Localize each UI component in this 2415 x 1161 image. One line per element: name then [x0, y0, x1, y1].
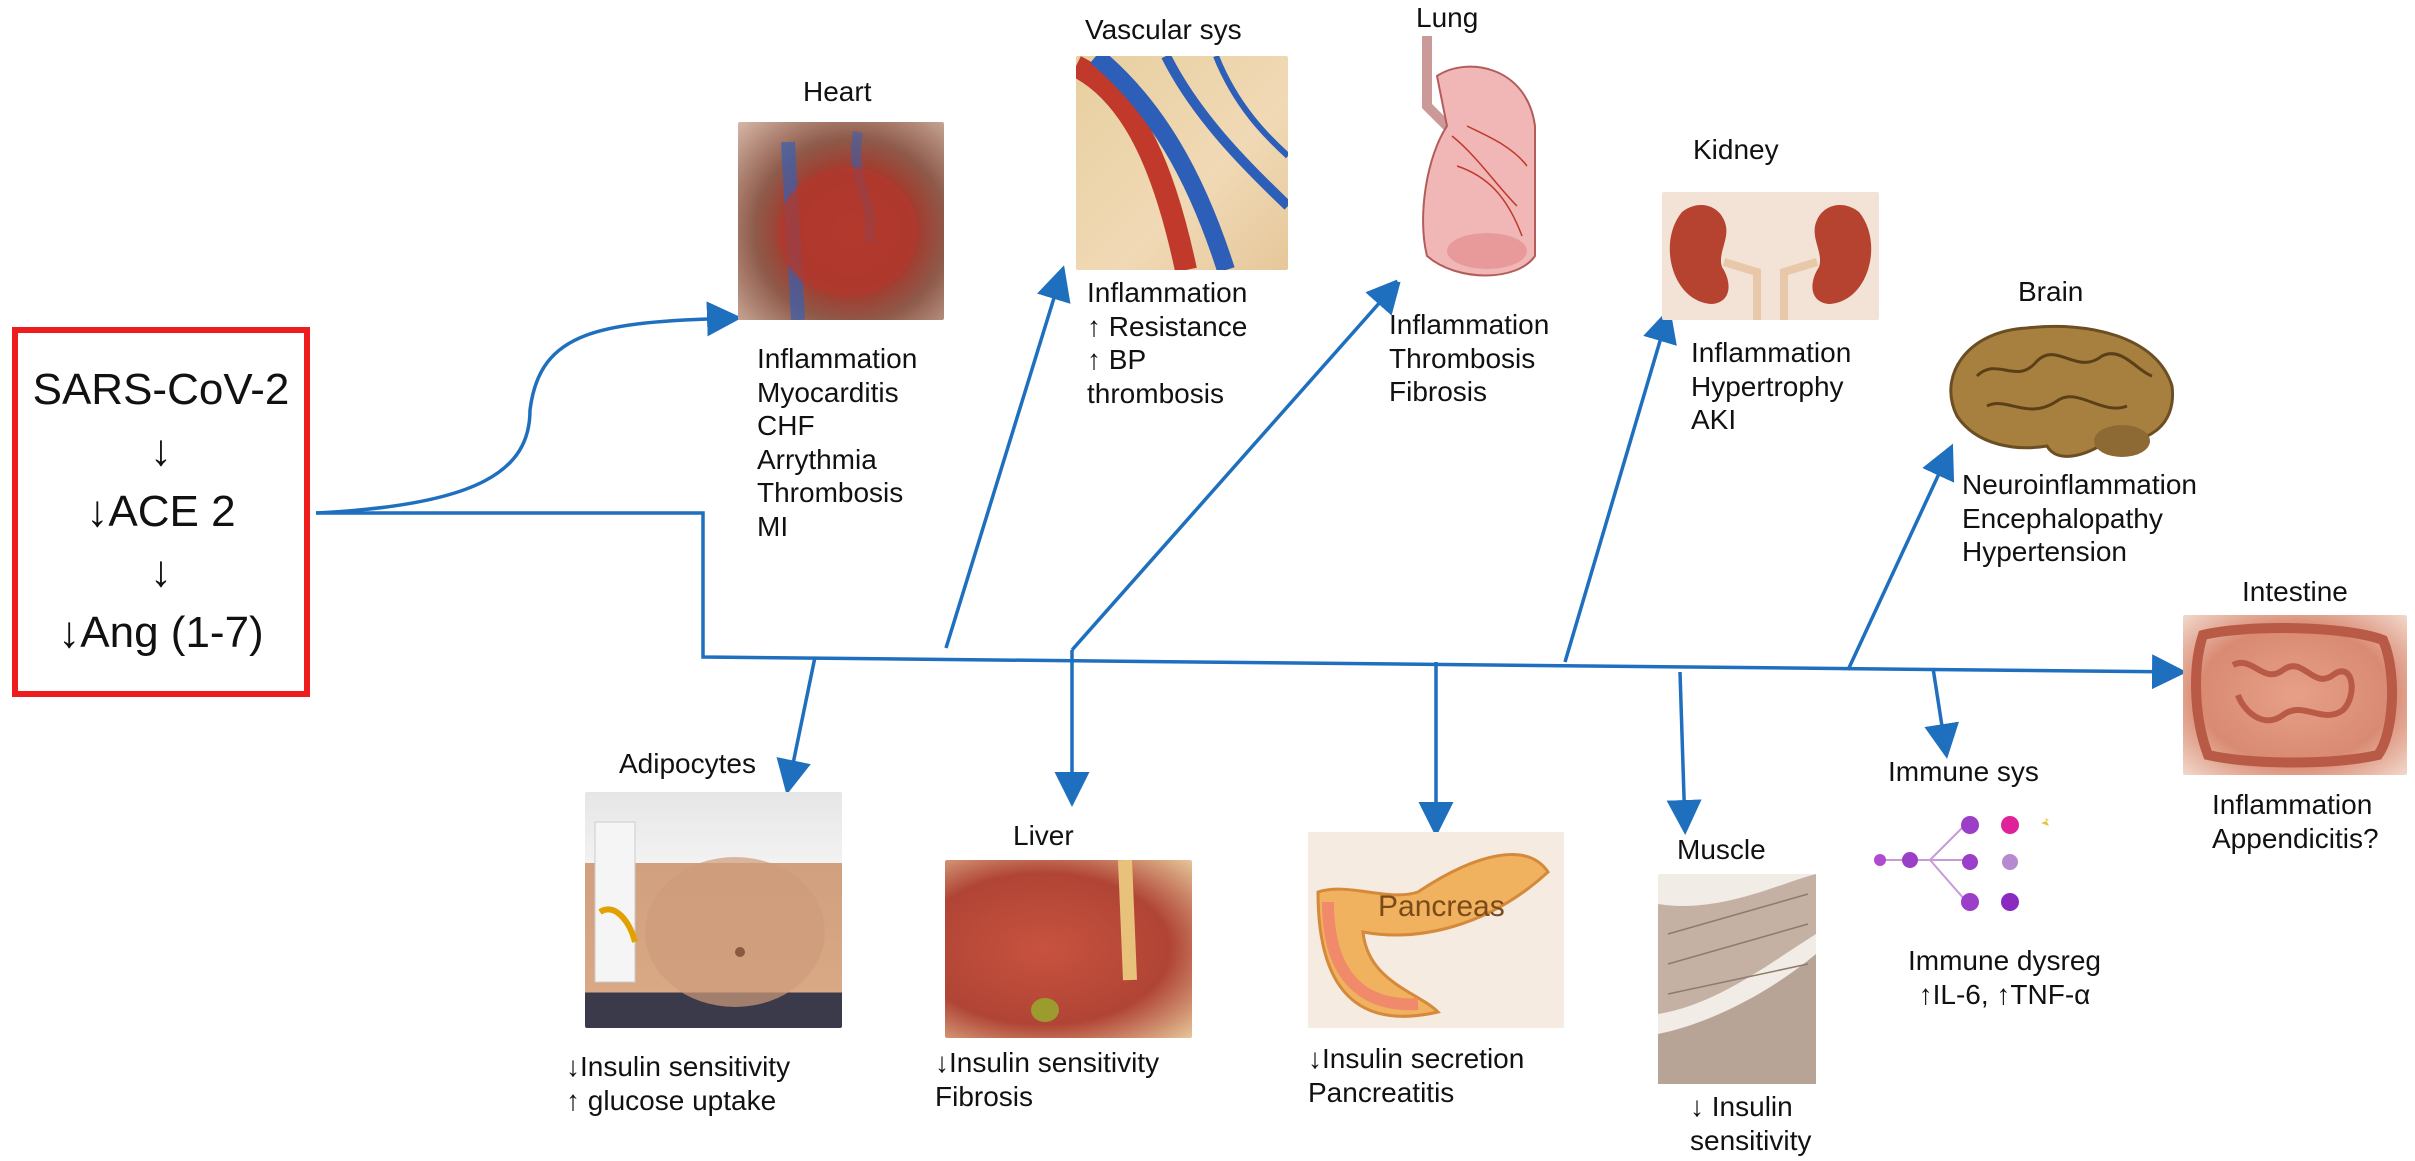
- lung-effect: Inflammation: [1389, 308, 1549, 342]
- liver-effect: Fibrosis: [935, 1080, 1159, 1114]
- immune-title: Immune sys: [1888, 756, 2039, 788]
- lung-title: Lung: [1416, 2, 1478, 34]
- pancreas-effect: Pancreatitis: [1308, 1076, 1524, 1110]
- arrow-to-kidney: [1565, 314, 1668, 662]
- brain-effect: Neuroinflammation: [1962, 468, 2197, 502]
- pancreas-image-label: Pancreas: [1378, 890, 1505, 924]
- adipocytes-effect: ↑ glucose uptake: [566, 1084, 790, 1118]
- immune-effects: Immune dysreg ↑IL-6, ↑TNF-α: [1908, 944, 2101, 1011]
- pancreas-effect: ↓Insulin secretion: [1308, 1042, 1524, 1076]
- arrow-to-heart: [316, 318, 735, 513]
- immune-effect: ↑IL-6, ↑TNF-α: [1908, 978, 2101, 1012]
- adipocytes-image: [585, 792, 842, 1028]
- brain-title: Brain: [2018, 276, 2083, 308]
- source-line-ace2: ↓ACE 2: [86, 482, 235, 543]
- source-line-arrow-1: ↓: [150, 421, 172, 482]
- heart-image: [738, 122, 944, 320]
- vascular-effect: Inflammation: [1087, 276, 1247, 310]
- vascular-image: [1076, 56, 1288, 270]
- lung-image: [1397, 36, 1539, 282]
- adipocytes-title: Adipocytes: [619, 748, 756, 780]
- liver-title: Liver: [1013, 820, 1074, 852]
- source-line-ang: ↓Ang (1-7): [58, 603, 263, 664]
- intestine-title: Intestine: [2242, 576, 2348, 608]
- arrow-to-adipocytes: [788, 657, 815, 788]
- lung-effect: Thrombosis: [1389, 342, 1549, 376]
- adipocytes-effects: ↓Insulin sensitivity ↑ glucose uptake: [566, 1050, 790, 1117]
- heart-effect: Myocarditis: [757, 376, 917, 410]
- heart-effect: Arrythmia: [757, 443, 917, 477]
- brain-effects: Neuroinflammation Encephalopathy Hyperte…: [1962, 468, 2197, 569]
- muscle-effects: ↓ Insulin sensitivity: [1690, 1090, 1811, 1157]
- heart-effect: MI: [757, 510, 917, 544]
- liver-image: [945, 860, 1192, 1038]
- main-trunk: [316, 513, 2180, 672]
- pancreas-effects: ↓Insulin secretion Pancreatitis: [1308, 1042, 1524, 1109]
- kidney-effect: Hypertrophy: [1691, 370, 1851, 404]
- heart-effect: CHF: [757, 409, 917, 443]
- arrow-to-immune: [1933, 668, 1946, 752]
- source-line-virus: SARS-CoV-2: [33, 360, 290, 421]
- arrow-to-vascular: [946, 272, 1062, 648]
- vascular-effect: ↑ Resistance: [1087, 310, 1247, 344]
- liver-effect: ↓Insulin sensitivity: [935, 1046, 1159, 1080]
- brain-image: [1937, 316, 2177, 466]
- pancreas-image: Pancreas: [1308, 832, 1564, 1028]
- kidney-effect: Inflammation: [1691, 336, 1851, 370]
- kidney-image: [1662, 192, 1879, 320]
- intestine-image: [2183, 615, 2407, 775]
- vascular-effect: ↑ BP: [1087, 343, 1247, 377]
- adipocytes-effect: ↓Insulin sensitivity: [566, 1050, 790, 1084]
- heart-title: Heart: [803, 76, 871, 108]
- arrow-to-brain: [1848, 450, 1950, 670]
- arrow-to-muscle: [1680, 672, 1685, 828]
- intestine-effect: Inflammation: [2212, 788, 2379, 822]
- sars-cov-2-box: SARS-CoV-2 ↓ ↓ACE 2 ↓ ↓Ang (1-7): [12, 327, 310, 697]
- vascular-title: Vascular sys: [1085, 14, 1242, 46]
- liver-effects: ↓Insulin sensitivity Fibrosis: [935, 1046, 1159, 1113]
- source-line-arrow-2: ↓: [150, 542, 172, 603]
- kidney-title: Kidney: [1693, 134, 1779, 166]
- heart-effect: Thrombosis: [757, 476, 917, 510]
- immune-effect: Immune dysreg: [1908, 944, 2101, 978]
- vascular-effects: Inflammation ↑ Resistance ↑ BP thrombosi…: [1087, 276, 1247, 410]
- lung-effects: Inflammation Thrombosis Fibrosis: [1389, 308, 1549, 409]
- brain-effect: Hypertension: [1962, 535, 2197, 569]
- lung-effect: Fibrosis: [1389, 375, 1549, 409]
- heart-effect: Inflammation: [757, 342, 917, 376]
- kidney-effect: AKI: [1691, 403, 1851, 437]
- kidney-effects: Inflammation Hypertrophy AKI: [1691, 336, 1851, 437]
- muscle-effect: ↓ Insulin: [1690, 1090, 1811, 1124]
- muscle-title: Muscle: [1677, 834, 1766, 866]
- immune-image: [1860, 800, 2060, 930]
- intestine-effect: Appendicitis?: [2212, 822, 2379, 856]
- heart-effects: Inflammation Myocarditis CHF Arrythmia T…: [757, 342, 917, 544]
- brain-effect: Encephalopathy: [1962, 502, 2197, 536]
- intestine-effects: Inflammation Appendicitis?: [2212, 788, 2379, 855]
- muscle-effect: sensitivity: [1690, 1124, 1811, 1158]
- vascular-effect: thrombosis: [1087, 377, 1247, 411]
- muscle-image: [1658, 874, 1816, 1084]
